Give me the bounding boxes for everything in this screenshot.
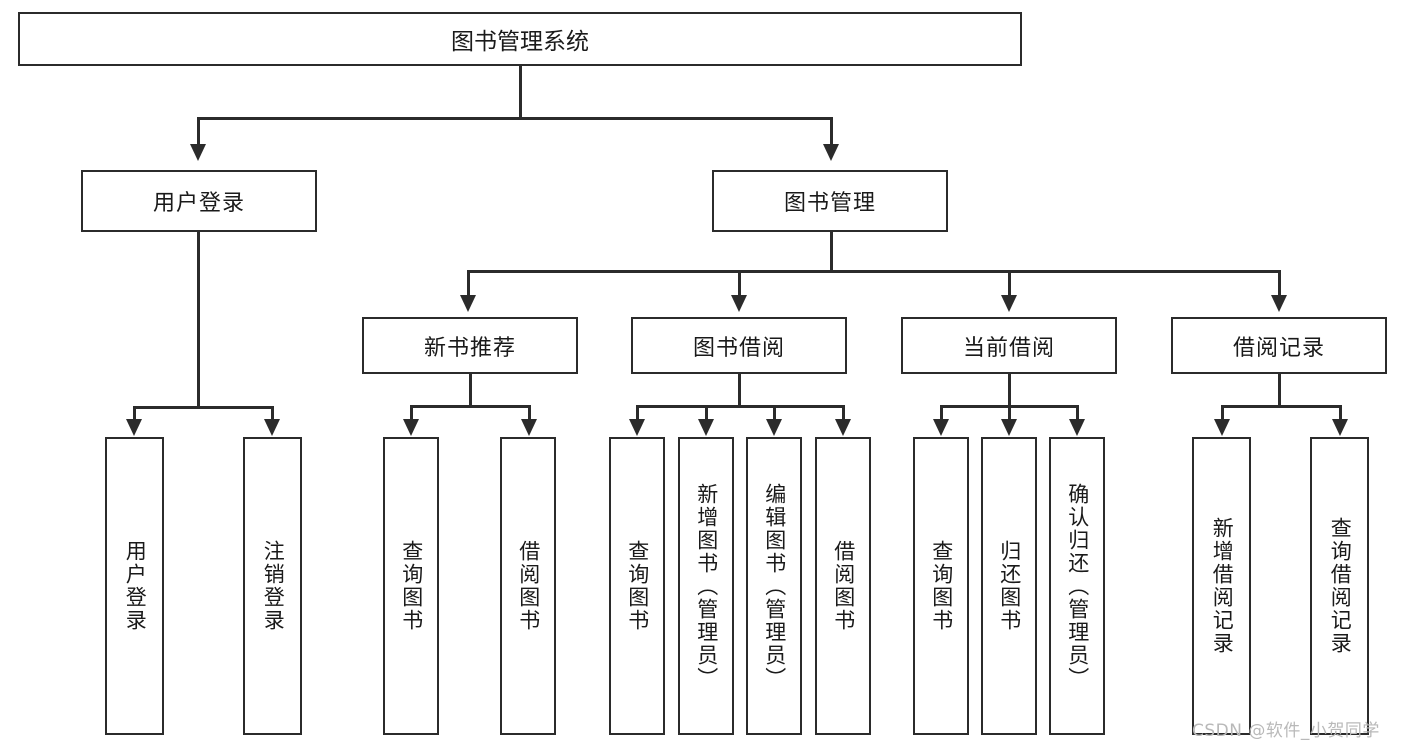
- node-book-borrow[interactable]: 图书借阅: [631, 317, 847, 374]
- edge-drop-leaf-user-login-1: [271, 406, 274, 420]
- leaf-label: 查询借阅记录: [1328, 517, 1353, 655]
- leaf-label: 归还图书: [997, 540, 1022, 632]
- node-current-borrow[interactable]: 当前借阅: [901, 317, 1117, 374]
- edge-drop-leaf-cb-2: [1076, 405, 1079, 420]
- node-label: 新书推荐: [423, 335, 516, 361]
- node-label: 图书管理系统: [451, 29, 589, 55]
- arrow-leaf-user-login-0: [126, 419, 142, 436]
- leaf-book-borrow-0[interactable]: 查询图书: [609, 437, 665, 735]
- leaf-book-borrow-2[interactable]: 编辑图书（管理员）: [746, 437, 802, 735]
- leaf-label: 借阅图书: [831, 540, 856, 632]
- leaf-label: 新增借阅记录: [1210, 517, 1235, 655]
- edge-drop-leaf-nbr-0: [410, 405, 413, 420]
- node-label: 当前借阅: [962, 335, 1055, 361]
- leaf-label: 确认归还（管理员）: [1065, 482, 1090, 690]
- edge-drop-leaf-bb-0: [636, 405, 639, 420]
- arrow-leaf-br-1: [1332, 419, 1348, 436]
- leaf-new-book-recommend-1[interactable]: 借阅图书: [500, 437, 556, 735]
- node-user-login[interactable]: 用户登录: [81, 170, 317, 232]
- edge-level3-bus: [467, 270, 1281, 273]
- leaf-label: 查询图书: [625, 540, 650, 632]
- leaf-user-login-0[interactable]: 用户登录: [105, 437, 164, 735]
- edge-drop-leaf-br-1: [1339, 405, 1342, 420]
- arrow-leaf-cb-0: [933, 419, 949, 436]
- node-label: 借阅记录: [1232, 335, 1325, 361]
- edge-drop-leaf-bb-1: [705, 405, 708, 420]
- edge-borrow-record-stem: [1278, 374, 1281, 406]
- edge-current-borrow-stem: [1008, 374, 1011, 406]
- node-root-book-management-system[interactable]: 图书管理系统: [18, 12, 1022, 66]
- arrow-book-management: [823, 144, 839, 161]
- edge-root-stem: [519, 66, 522, 118]
- edge-drop-leaf-nbr-1: [528, 405, 531, 420]
- node-label: 图书借阅: [692, 335, 785, 361]
- edge-borrow-record-bus: [1221, 405, 1340, 408]
- leaf-book-borrow-3[interactable]: 借阅图书: [815, 437, 871, 735]
- arrow-level3-2: [1001, 295, 1017, 312]
- arrow-leaf-nbr-1: [521, 419, 537, 436]
- arrow-leaf-cb-1: [1001, 419, 1017, 436]
- edge-drop-book-management: [830, 117, 833, 145]
- leaf-label: 注销登录: [261, 540, 286, 632]
- arrow-leaf-cb-2: [1069, 419, 1085, 436]
- leaf-label: 用户登录: [123, 540, 148, 632]
- edge-book-borrow-stem: [738, 374, 741, 406]
- edge-book-borrow-bus: [636, 405, 844, 408]
- leaf-book-borrow-1[interactable]: 新增图书（管理员）: [678, 437, 734, 735]
- edge-new-book-recommend-bus: [410, 405, 529, 408]
- node-new-book-recommend[interactable]: 新书推荐: [362, 317, 578, 374]
- edge-drop-leaf-bb-3: [842, 405, 845, 420]
- arrow-leaf-nbr-0: [403, 419, 419, 436]
- leaf-label: 编辑图书（管理员）: [762, 482, 787, 690]
- edge-drop-leaf-cb-1: [1008, 405, 1011, 420]
- edge-new-book-recommend-stem: [469, 374, 472, 406]
- edge-drop-level3-0: [467, 270, 470, 296]
- edge-drop-level3-1: [738, 270, 741, 296]
- arrow-leaf-br-0: [1214, 419, 1230, 436]
- edge-drop-leaf-bb-2: [773, 405, 776, 420]
- leaf-label: 查询图书: [929, 540, 954, 632]
- arrow-leaf-bb-0: [629, 419, 645, 436]
- arrow-leaf-bb-2: [766, 419, 782, 436]
- leaf-current-borrow-1[interactable]: 归还图书: [981, 437, 1037, 735]
- edge-drop-level3-2: [1008, 270, 1011, 296]
- edge-book-management-stem: [830, 232, 833, 272]
- node-label: 用户登录: [152, 191, 245, 216]
- edge-drop-leaf-br-0: [1221, 405, 1224, 420]
- edge-drop-leaf-user-login-0: [133, 406, 136, 420]
- leaf-label: 查询图书: [399, 540, 424, 632]
- leaf-label: 借阅图书: [516, 540, 541, 632]
- arrow-level3-3: [1271, 295, 1287, 312]
- leaf-user-login-1[interactable]: 注销登录: [243, 437, 302, 735]
- node-borrow-record[interactable]: 借阅记录: [1171, 317, 1387, 374]
- edge-level2-bus: [197, 117, 832, 120]
- arrow-level3-1: [731, 295, 747, 312]
- csdn-watermark: CSDN @软件_小贺同学: [1192, 721, 1380, 741]
- leaf-current-borrow-2[interactable]: 确认归还（管理员）: [1049, 437, 1105, 735]
- arrow-leaf-bb-3: [835, 419, 851, 436]
- leaf-borrow-record-1[interactable]: 查询借阅记录: [1310, 437, 1369, 735]
- node-book-management[interactable]: 图书管理: [712, 170, 948, 232]
- leaf-new-book-recommend-0[interactable]: 查询图书: [383, 437, 439, 735]
- node-label: 图书管理: [783, 191, 876, 216]
- edge-drop-leaf-cb-0: [940, 405, 943, 420]
- leaf-current-borrow-0[interactable]: 查询图书: [913, 437, 969, 735]
- edge-drop-level3-3: [1278, 270, 1281, 296]
- edge-user-login-leaf-bus: [133, 406, 272, 409]
- arrow-leaf-user-login-1: [264, 419, 280, 436]
- arrow-leaf-bb-1: [698, 419, 714, 436]
- leaf-label: 新增图书（管理员）: [694, 482, 719, 690]
- edge-drop-user-login: [197, 117, 200, 145]
- arrow-level3-0: [460, 295, 476, 312]
- edge-user-login-stem: [197, 232, 200, 408]
- leaf-borrow-record-0[interactable]: 新增借阅记录: [1192, 437, 1251, 735]
- arrow-user-login: [190, 144, 206, 161]
